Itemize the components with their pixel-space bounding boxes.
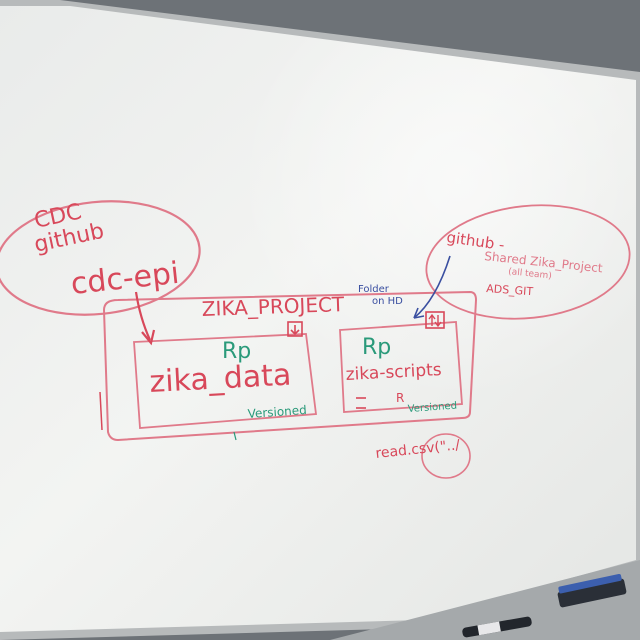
folder-note-line2: on HD	[372, 296, 403, 307]
down-arrow-icon	[287, 321, 303, 337]
eraser	[557, 574, 627, 608]
scripts-dashes	[356, 397, 366, 409]
up-down-arrow-icon	[425, 311, 445, 329]
scripts-box-file: R	[396, 391, 404, 405]
right-bubble	[425, 204, 631, 320]
board-glare	[0, 6, 636, 632]
stray-marks	[99, 391, 237, 441]
scripts-box-rp: Rp	[362, 335, 391, 360]
data-box-label: zika_data	[149, 358, 293, 400]
data-box	[133, 333, 318, 429]
folder-note-line1: Folder	[358, 284, 390, 295]
scripts-box-status: Versioned	[407, 401, 457, 415]
data-box-status: Versioned	[247, 403, 307, 421]
right-bubble-line4: ADS_GIT	[486, 282, 534, 298]
data-box-rp: Rp	[222, 339, 251, 364]
arrow-right-to-scripts	[413, 255, 451, 319]
marker-tray	[330, 560, 640, 640]
bottom-note-circle	[421, 433, 471, 479]
right-bubble-line3: (all team)	[508, 267, 553, 282]
project-title: ZIKA_PROJECT	[201, 292, 345, 321]
scripts-box	[339, 321, 463, 413]
arrow-left-to-data	[134, 291, 156, 346]
project-box	[102, 290, 478, 442]
marker-pen	[462, 616, 532, 638]
